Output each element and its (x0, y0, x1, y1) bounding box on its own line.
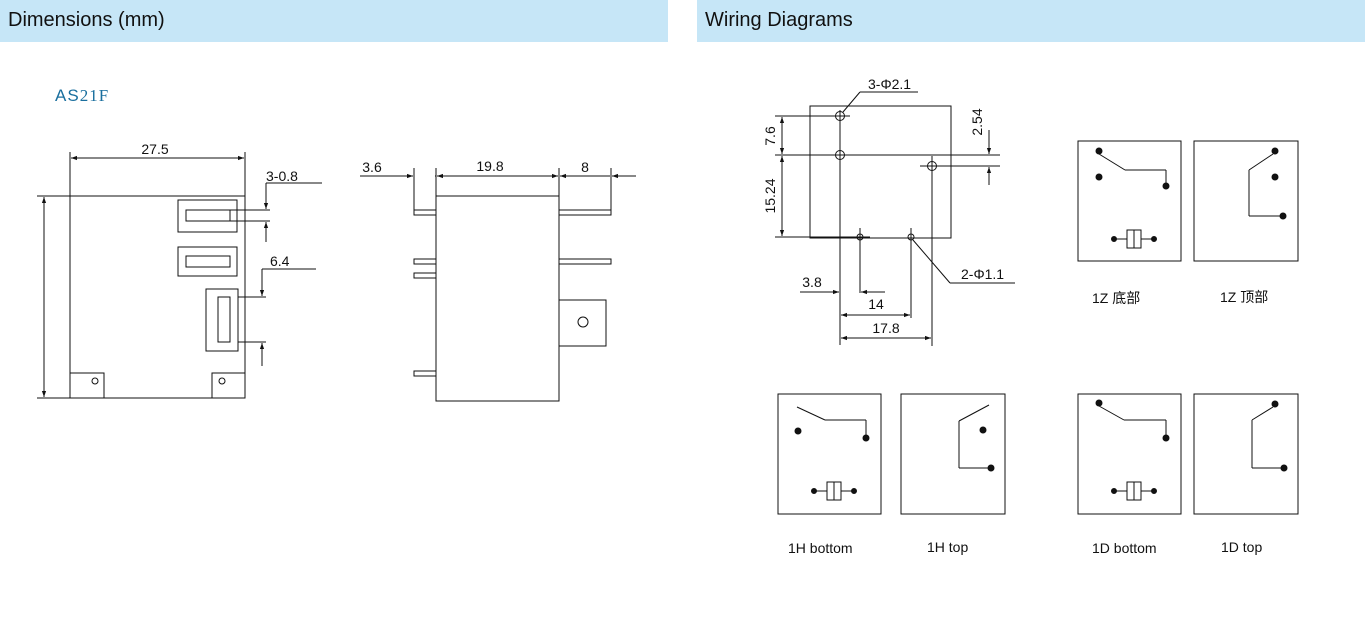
dim-pin-length-label: 8 (581, 159, 589, 175)
wiring-1z-bottom (1077, 140, 1182, 262)
wiring-1d-bottom (1077, 393, 1182, 515)
pcb-h-total-label: 17.8 (872, 320, 899, 336)
front-terminal-1 (177, 199, 238, 233)
dim-left-gap-label: 3.6 (362, 159, 382, 175)
caption-1h-bottom: 1H bottom (788, 540, 853, 556)
side-pin-3 (413, 272, 437, 279)
side-pin-1 (413, 209, 437, 216)
caption-1z-bottom: 1Z 底部 (1092, 290, 1141, 306)
mount-pad-right (211, 372, 246, 399)
dim-terminal-thickness-label: 3-0.8 (266, 168, 298, 184)
mount-hole-right (218, 377, 226, 385)
side-view (360, 168, 636, 402)
front-view (37, 152, 322, 399)
side-terminal-2 (558, 258, 612, 265)
dim-width-label: 27.5 (141, 141, 168, 157)
mount-hole-left (91, 377, 99, 385)
wiring-1h-top (900, 393, 1006, 515)
model-prefix: AS (55, 86, 80, 105)
pcb-outline (809, 105, 952, 239)
pcb-small-holes-label: 2-Φ1.1 (961, 266, 1004, 282)
caption-1z-top: 1Z 顶部 (1220, 289, 1269, 305)
side-terminal-1 (558, 209, 612, 216)
side-pin-4 (413, 370, 437, 377)
side-body (435, 195, 560, 402)
pcb-h-left-label: 3.8 (802, 274, 822, 290)
dimensions-title: Dimensions (mm) (8, 9, 165, 31)
front-terminal-2-slot (185, 255, 231, 268)
caption-1d-bottom: 1D bottom (1092, 540, 1157, 556)
caption-1h-top: 1H top (927, 539, 969, 555)
side-pin-2 (413, 258, 437, 265)
model-label: AS21F (55, 86, 109, 106)
pcb-v-lower-label: 15.24 (762, 178, 778, 213)
side-tab-hole (577, 316, 589, 328)
front-terminal-1-slot (185, 209, 231, 222)
pcb-layout (775, 91, 1015, 346)
dim-body-depth-label: 19.8 (476, 158, 503, 174)
wiring-title: Wiring Diagrams (705, 9, 853, 31)
front-terminal-2 (177, 246, 238, 277)
pcb-large-holes-label: 3-Φ2.1 (868, 76, 911, 92)
wiring-header: Wiring Diagrams (697, 0, 1365, 42)
front-terminal-3 (205, 288, 239, 352)
dimensions-header: Dimensions (mm) (0, 0, 668, 42)
pcb-v-right-label: 2.54 (969, 108, 985, 135)
wiring-1z-top (1193, 140, 1299, 262)
dim-terminal-width-label: 6.4 (270, 253, 290, 269)
side-tab (558, 299, 607, 347)
pcb-v-upper-label: 7.6 (762, 126, 778, 146)
front-terminal-3-slot (217, 296, 231, 343)
caption-1d-top: 1D top (1221, 539, 1263, 555)
model-suffix: 21F (79, 86, 110, 105)
mount-pad-left (69, 372, 105, 399)
wiring-1d-top (1193, 393, 1299, 515)
pcb-h-mid-label: 14 (868, 296, 884, 312)
wiring-1h-bottom (777, 393, 882, 515)
